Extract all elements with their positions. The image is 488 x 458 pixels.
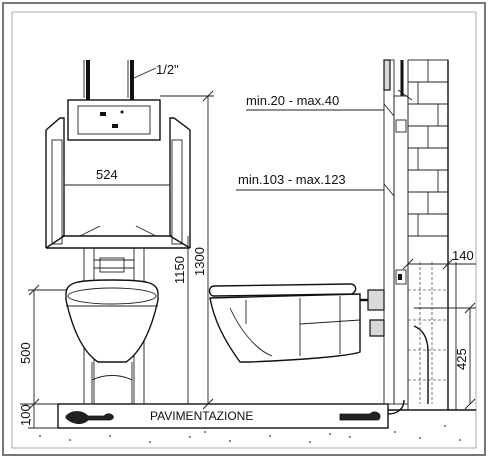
floor-label: PAVIMENTAZIONE — [150, 409, 253, 423]
height-dimension-1300: 1300 — [192, 247, 207, 276]
wall-distance-label-1: min.20 - max.40 — [246, 93, 339, 108]
height-dimension-1150: 1150 — [172, 256, 187, 284]
front-view: 1/2" 524 — [45, 60, 191, 405]
offset-dimension-140: 140 — [452, 248, 474, 263]
width-dimension-524: 524 — [96, 167, 118, 182]
installation-frame — [45, 117, 65, 249]
height-dimension-500: 500 — [18, 342, 33, 364]
floor-dimension-100: 100 — [18, 404, 33, 426]
side-view-toilet — [208, 283, 361, 363]
cistern — [67, 99, 161, 141]
floor-handle-left — [65, 411, 114, 424]
wall-dimensions: min.20 - max.40 min.103 - max.123 140 42… — [236, 93, 476, 410]
floor: PAVIMENTAZIONE — [20, 403, 476, 443]
drawing-inner-frame — [11, 11, 477, 449]
pipe-size-label: 1/2" — [156, 62, 179, 77]
height-dimension-425: 425 — [454, 348, 469, 370]
wall-section — [360, 59, 457, 415]
vertical-dimensions: 500 100 1150 1300 — [18, 90, 214, 429]
floor-handle-right — [339, 411, 381, 421]
wall-distance-label-2: min.103 - max.123 — [238, 172, 346, 187]
